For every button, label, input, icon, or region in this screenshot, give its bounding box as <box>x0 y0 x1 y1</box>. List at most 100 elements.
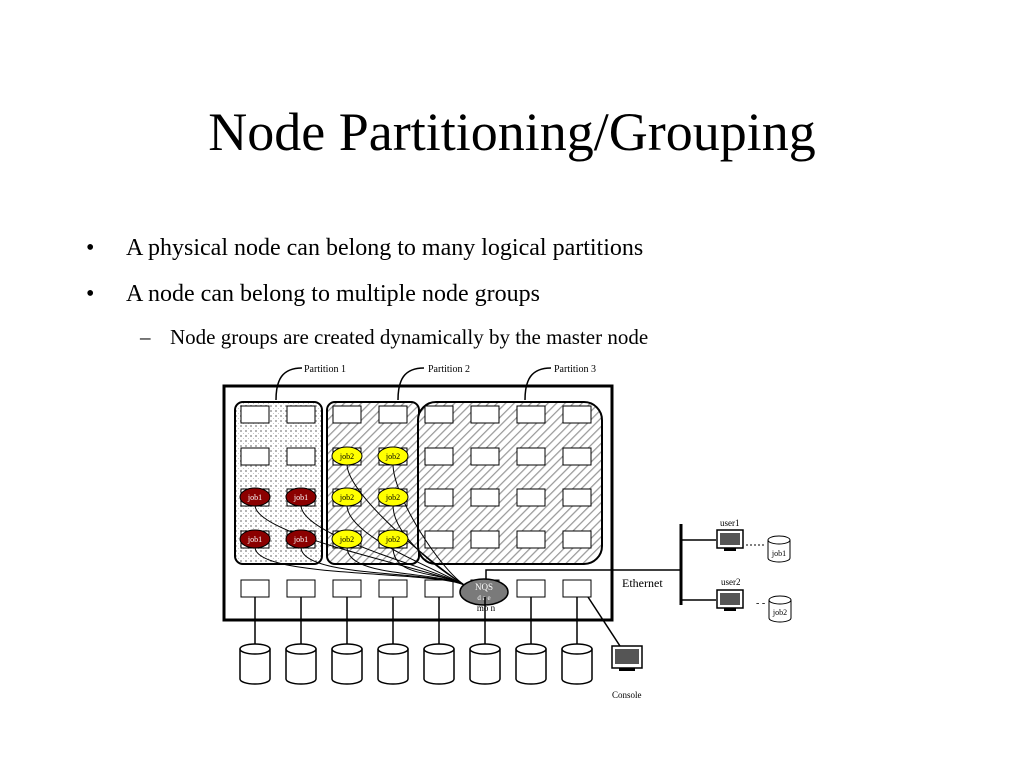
user2-computer-icon <box>716 589 744 611</box>
ethernet-label: Ethernet <box>622 576 663 590</box>
job1-marker <box>285 529 317 549</box>
bullet-list: • A physical node can belong to many log… <box>86 232 648 352</box>
job-wire <box>392 546 467 587</box>
disk-top <box>285 643 317 655</box>
io-node <box>562 579 592 598</box>
disk-icon <box>285 649 317 685</box>
disk-icon <box>377 649 409 685</box>
sub-bullet-mark: – <box>140 325 151 349</box>
user2-dots: - - <box>756 598 765 609</box>
user1-job-disk-icon <box>767 535 791 563</box>
compute-node <box>470 447 500 466</box>
disk-top <box>469 643 501 655</box>
bullet-item: • A physical node can belong to many log… <box>86 232 648 278</box>
compute-node <box>562 405 592 424</box>
job2-marker <box>377 446 409 466</box>
partition-1-region <box>234 401 323 565</box>
job2-marker <box>331 446 363 466</box>
disk-icon <box>561 649 593 685</box>
job-wire <box>346 504 467 587</box>
job2-label: job2 <box>385 493 400 502</box>
disk-icon <box>515 649 547 685</box>
user2-label: user2 <box>721 577 741 587</box>
partition-3-callout <box>524 367 552 401</box>
nqs-daemon <box>459 578 509 606</box>
job1-label: job1 <box>293 535 308 544</box>
job2-marker <box>331 529 363 549</box>
bullet-mark: • <box>86 281 95 307</box>
disk-top <box>331 643 363 655</box>
io-node <box>516 579 546 598</box>
disk-top <box>239 643 271 655</box>
compute-node <box>424 447 454 466</box>
nqs-wires <box>254 463 467 587</box>
bullet-item: • A node can belong to multiple node gro… <box>86 278 648 324</box>
sub-bullet-item: – Node groups are created dynamically by… <box>86 322 648 352</box>
partition-1-callout <box>275 367 303 401</box>
disk-icon <box>239 649 271 685</box>
job1-marker <box>239 529 271 549</box>
compute-node <box>562 447 592 466</box>
bullet-text: A physical node can belong to many logic… <box>126 235 644 261</box>
compute-node <box>516 447 546 466</box>
job2-label: job2 <box>385 452 400 461</box>
compute-node <box>470 488 500 507</box>
compute-node <box>516 488 546 507</box>
nqs-sublabel: d a e <box>477 594 490 602</box>
user1-label: user1 <box>720 518 740 528</box>
compute-node <box>240 405 270 424</box>
job-wire <box>392 463 467 587</box>
compute-node <box>378 405 408 424</box>
user2-job-label: job2 <box>772 608 787 617</box>
compute-node <box>424 405 454 424</box>
job2-marker <box>331 487 363 507</box>
console-computer-icon <box>611 645 643 671</box>
job2-label: job2 <box>385 535 400 544</box>
slide-title: Node Partitioning/Grouping <box>208 102 816 162</box>
bullet-mark: • <box>86 235 95 261</box>
io-node <box>378 579 408 598</box>
job1-marker <box>239 487 271 507</box>
console-link <box>587 596 621 647</box>
user1-job-label: job1 <box>771 549 786 558</box>
disk-top <box>423 643 455 655</box>
io-node <box>424 579 454 598</box>
compute-node <box>516 405 546 424</box>
io-node <box>332 579 362 598</box>
job2-label: job2 <box>339 452 354 461</box>
job2-marker <box>377 487 409 507</box>
compute-node <box>470 405 500 424</box>
job1-label: job1 <box>293 493 308 502</box>
job1-label: job1 <box>247 535 262 544</box>
compute-node <box>562 488 592 507</box>
io-node <box>286 579 316 598</box>
job-wire <box>392 504 467 587</box>
partition-3-label: Partition 3 <box>554 364 596 375</box>
job2-marker <box>377 529 409 549</box>
partition-3-region <box>417 401 603 565</box>
job-wire <box>300 546 467 587</box>
partition-2-callout <box>397 367 425 401</box>
job1-marker <box>285 487 317 507</box>
compute-node <box>562 530 592 549</box>
ethernet-link <box>485 569 680 579</box>
compute-node <box>424 488 454 507</box>
disk-icon <box>423 649 455 685</box>
compute-node <box>286 405 316 424</box>
disk-icon <box>469 649 501 685</box>
disk-icon <box>331 649 363 685</box>
compute-node <box>332 405 362 424</box>
partition-1-label: Partition 1 <box>304 364 346 375</box>
bullet-text: A node can belong to multiple node group… <box>126 281 540 307</box>
disk-top <box>515 643 547 655</box>
compute-node <box>240 447 270 466</box>
user1-computer-icon <box>716 529 744 551</box>
compute-node <box>470 530 500 549</box>
sub-bullet-text: Node groups are created dynamically by t… <box>170 325 649 349</box>
disk-top <box>561 643 593 655</box>
nqs-label: NQS <box>475 582 493 592</box>
nqs-sublabel-2: mo n <box>477 603 496 613</box>
